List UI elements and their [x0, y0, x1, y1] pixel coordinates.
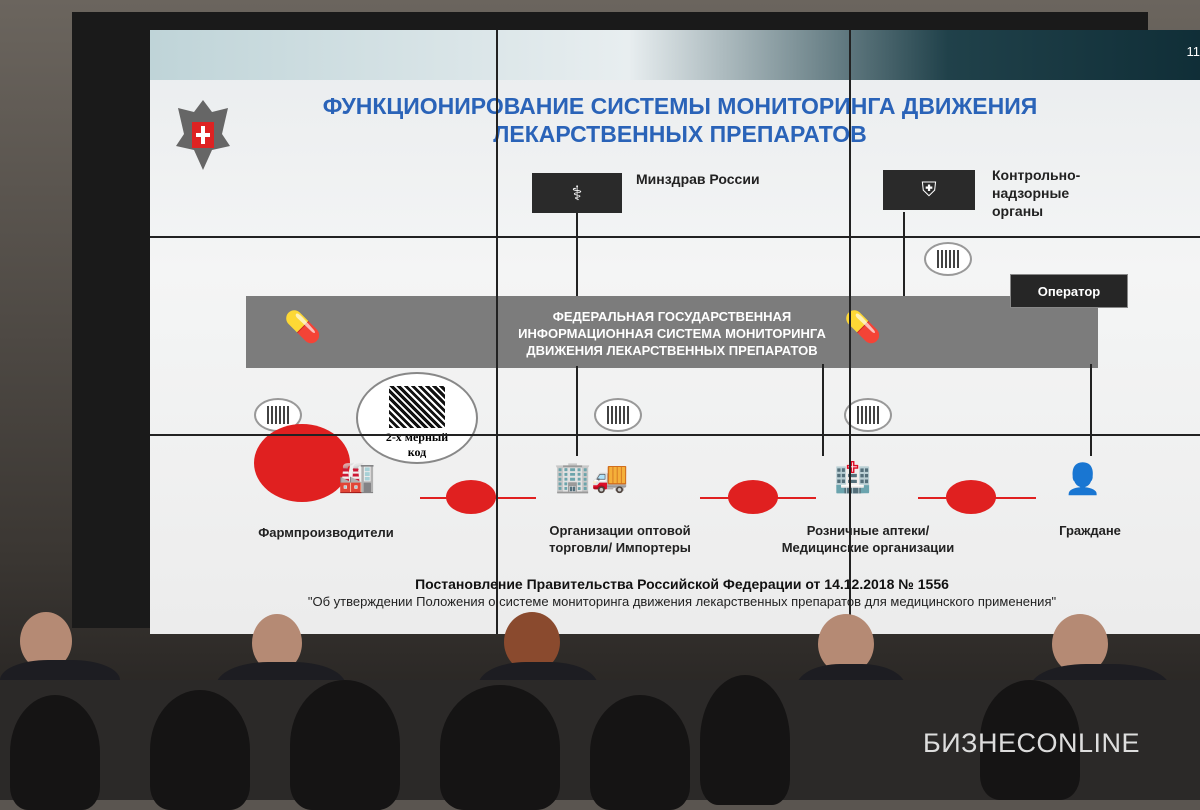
screen-seam	[496, 30, 498, 634]
arrow-line	[822, 364, 824, 456]
audience-silhouette	[700, 675, 790, 805]
audience-silhouette	[440, 685, 560, 810]
federal-system-bar: ФЕДЕРАЛЬНАЯ ГОСУДАРСТВЕННАЯ ИНФОРМАЦИОНН…	[246, 296, 1098, 368]
control-line: органы	[992, 202, 1080, 220]
factory-icon: 🏭	[338, 460, 375, 495]
video-wall: 11 ФУНКЦИОНИРОВАНИЕ СИСТЕМЫ МОНИТОРИНГА …	[72, 12, 1148, 628]
qr-code-icon	[844, 398, 892, 432]
code-label: код	[358, 445, 476, 460]
qr-code-icon	[924, 242, 972, 276]
package-marker-icon	[728, 480, 778, 514]
audience-silhouette	[10, 695, 100, 810]
hospital-icon: 🏥	[834, 460, 871, 495]
medicine-icon: 💊	[284, 310, 321, 345]
node-line: торговли/ Импортеры	[520, 539, 720, 556]
node-line: Розничные аптеки/	[748, 522, 988, 539]
screen-seam	[150, 434, 1200, 436]
package-marker-icon	[946, 480, 996, 514]
node-label: Граждане	[1030, 522, 1150, 539]
citizen-icon: 👤	[1064, 462, 1101, 497]
node-label: Фармпроизводители	[246, 524, 406, 541]
qr-code-icon	[594, 398, 642, 432]
shield-icon: ⛨	[883, 170, 975, 210]
node-line: Медицинские организации	[748, 539, 988, 556]
node-line: Граждане	[1030, 522, 1150, 539]
arrow-line	[576, 366, 578, 456]
caduceus-icon: ⚕	[532, 173, 622, 213]
slide-header-band	[150, 30, 1200, 80]
audience-silhouette	[290, 680, 400, 810]
node-label: Розничные аптеки/Медицинские организации	[748, 522, 988, 556]
system-line: ИНФОРМАЦИОННАЯ СИСТЕМА МОНИТОРИНГА	[246, 325, 1098, 342]
slide-page-number: 11	[1187, 44, 1200, 59]
arrow-line	[903, 212, 905, 298]
arrow-line	[1090, 364, 1092, 456]
slide-title: ФУНКЦИОНИРОВАНИЕ СИСТЕМЫ МОНИТОРИНГА ДВИ…	[240, 92, 1120, 148]
node-line: Организации оптовой	[520, 522, 720, 539]
screen-seam	[150, 236, 1200, 238]
code-label: 2-х мерный	[358, 430, 476, 445]
node-line: Фармпроизводители	[246, 524, 406, 541]
warehouse-icon: 🏢🚚	[554, 460, 629, 495]
operator-badge: Оператор	[1010, 274, 1128, 308]
title-line: ФУНКЦИОНИРОВАНИЕ СИСТЕМЫ МОНИТОРИНГА ДВИ…	[240, 92, 1120, 120]
system-line: ФЕДЕРАЛЬНАЯ ГОСУДАРСТВЕННАЯ	[246, 308, 1098, 325]
emblem-icon	[172, 94, 234, 174]
title-line: ЛЕКАРСТВЕННЫХ ПРЕПАРАТОВ	[240, 120, 1120, 148]
audience-silhouette	[590, 695, 690, 810]
arrow-line	[576, 213, 578, 297]
minzdrav-label: Минздрав России	[636, 170, 760, 188]
decree-title: Постановление Правительства Российской Ф…	[150, 576, 1200, 592]
control-line: Контрольно-	[992, 166, 1080, 184]
system-line: ДВИЖЕНИЯ ЛЕКАРСТВЕННЫХ ПРЕПАРАТОВ	[246, 342, 1098, 359]
watermark-logo: БИЗНЕСONLINE	[923, 728, 1140, 759]
decree-subtitle: "Об утверждении Положения о системе мони…	[150, 594, 1200, 609]
presentation-slide: 11 ФУНКЦИОНИРОВАНИЕ СИСТЕМЫ МОНИТОРИНГА …	[150, 30, 1200, 634]
audience-silhouette	[150, 690, 250, 810]
control-line: надзорные	[992, 184, 1080, 202]
screen-seam	[849, 30, 851, 634]
package-marker-icon	[446, 480, 496, 514]
